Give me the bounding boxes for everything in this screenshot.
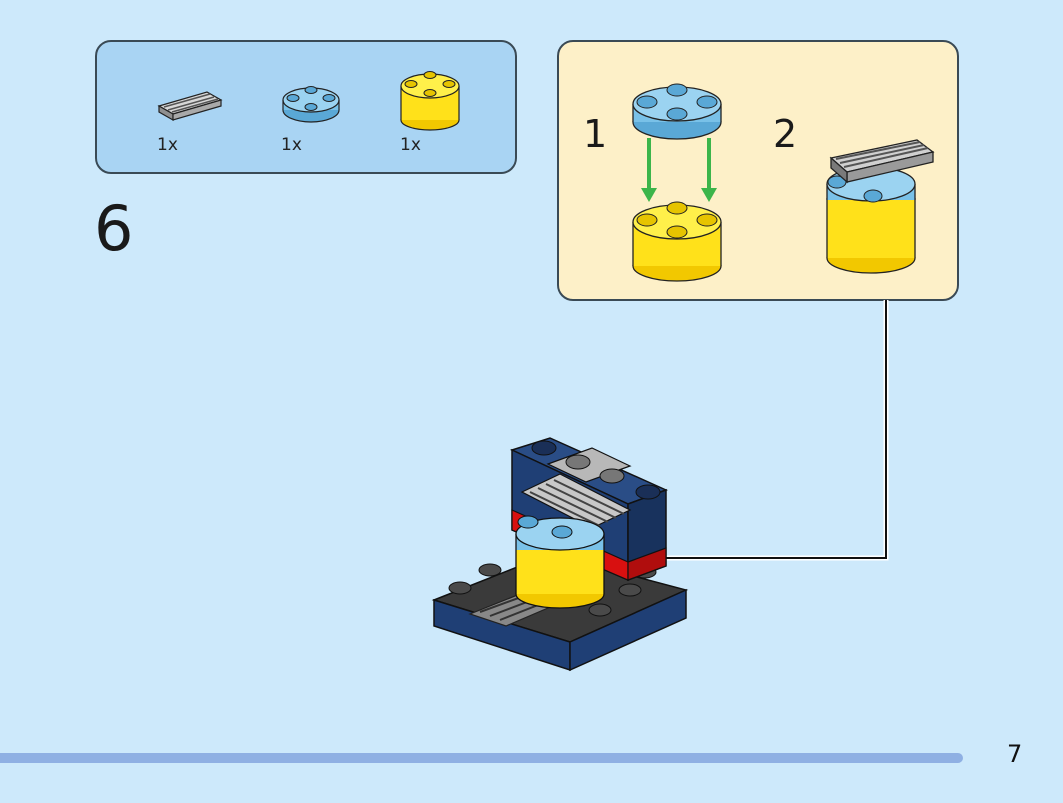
round-brick-icon <box>400 71 460 131</box>
grille-tile-quantity: 1x <box>157 135 178 155</box>
round-brick-quantity: 1x <box>400 135 421 155</box>
substep-number-1: 1 <box>583 112 608 156</box>
substep-2-illustration <box>826 139 935 274</box>
page-number: 7 <box>1007 740 1023 768</box>
parts-list-box: 1x 1x 1x <box>95 40 517 174</box>
substep-number-2: 2 <box>773 112 798 156</box>
round-plate-icon <box>282 86 340 123</box>
round-plate-quantity: 1x <box>281 135 302 155</box>
substep-1-illustration <box>632 83 722 282</box>
footer-bar <box>0 753 963 763</box>
grille-tile-icon <box>157 91 223 122</box>
step-number: 6 <box>94 192 134 265</box>
subassembly-box: 1 2 <box>557 40 959 301</box>
model-illustration <box>431 437 689 672</box>
